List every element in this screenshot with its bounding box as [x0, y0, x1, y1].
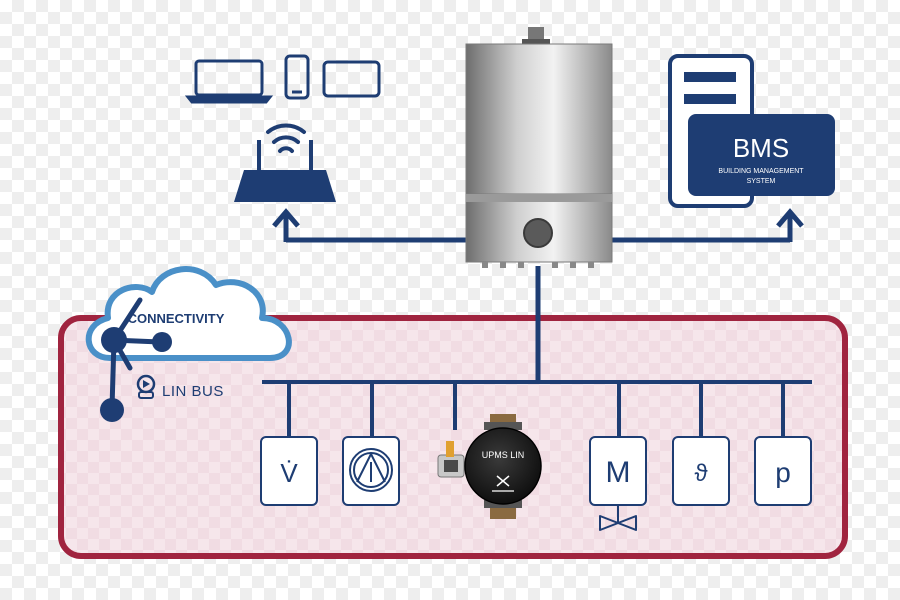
device-fan — [342, 436, 400, 506]
tablet-icon — [322, 60, 381, 98]
bms-subtitle-line2: SYSTEM — [747, 178, 776, 185]
pump-connector — [437, 441, 465, 478]
lin-connector-icon — [136, 374, 156, 399]
grundfos-logo-icon — [496, 475, 510, 487]
bms-system: BMS BUILDING MANAGEMENT SYSTEM — [668, 54, 835, 208]
boiler-dial — [523, 218, 553, 248]
bms-title: BMS — [733, 133, 789, 163]
fan-icon — [349, 448, 393, 492]
bms-subtitle-line1: BUILDING MANAGEMENT — [718, 168, 804, 175]
motor-symbol: M — [606, 456, 631, 489]
lin-bus-tag: LIN BUS — [136, 374, 224, 400]
cloud-label: CONNECTIVITY — [128, 311, 225, 326]
lin-bus-panel — [58, 315, 848, 559]
valve-icon — [599, 515, 637, 531]
device-temperature-sensor: ϑ — [672, 436, 730, 506]
bus-line — [262, 380, 812, 437]
phone-icon — [284, 54, 310, 100]
laptop-icon — [184, 59, 274, 104]
temperature-symbol: ϑ — [694, 460, 707, 487]
boiler-unit — [465, 27, 613, 268]
pump-label: UPMS LIN — [482, 450, 525, 460]
lin-bus-label: LIN BUS — [162, 383, 224, 400]
network-lines — [272, 208, 804, 382]
device-pressure-sensor: p — [754, 436, 812, 506]
pressure-symbol: p — [775, 457, 791, 488]
network-node-icon — [100, 297, 172, 422]
device-flow-sensor: V̇ — [260, 436, 318, 506]
connectivity-cloud: CONNECTIVITY — [85, 266, 292, 361]
router-icon — [234, 123, 336, 202]
device-motor-valve: M — [589, 436, 647, 531]
wifi-icon — [266, 123, 306, 153]
flow-symbol: V̇ — [280, 458, 298, 488]
pump-unit: UPMS LIN — [437, 414, 542, 519]
